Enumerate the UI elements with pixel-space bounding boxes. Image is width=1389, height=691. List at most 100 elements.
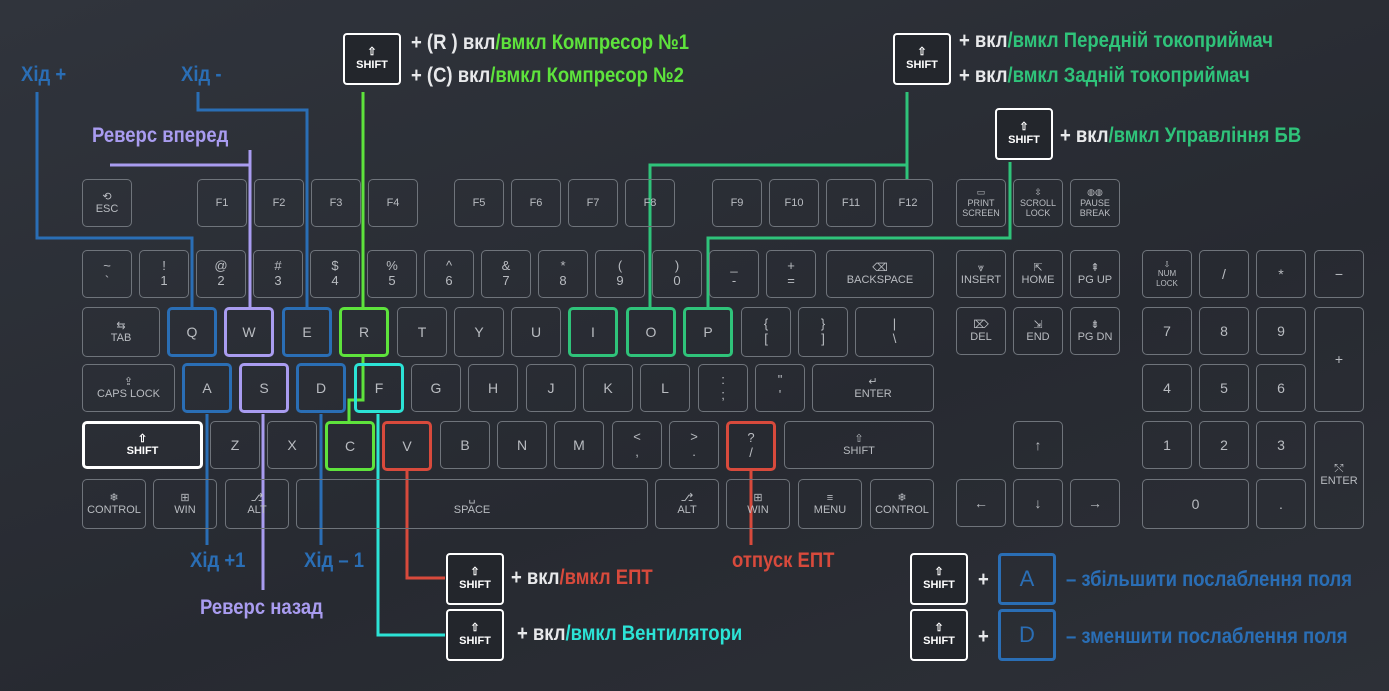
key-o: O bbox=[626, 307, 676, 357]
key-f9: F9 bbox=[712, 179, 762, 227]
key-label: HOME bbox=[1021, 273, 1055, 286]
key-quote: "' bbox=[755, 364, 805, 412]
key-label: ; bbox=[721, 387, 725, 402]
key-e: E bbox=[282, 307, 332, 357]
key-label: ' bbox=[778, 387, 782, 402]
callout-ept: + вкл/вмкл ЕПТ bbox=[511, 566, 653, 590]
key-label: / bbox=[1222, 265, 1226, 282]
space-icon: ␣ bbox=[468, 491, 476, 504]
key-label: [ bbox=[764, 331, 768, 346]
key-label: F4 bbox=[386, 196, 400, 209]
key-arrow-right: → bbox=[1070, 479, 1120, 527]
key-arrow-up: ↑ bbox=[1013, 421, 1063, 469]
key-shift-right: ⇧SHIFT bbox=[784, 421, 934, 469]
key-label: SPACE bbox=[453, 503, 491, 516]
key-f8: F8 bbox=[625, 179, 675, 227]
key-label: SCROLL bbox=[1019, 197, 1056, 208]
key-control-right: ❄CONTROL bbox=[870, 479, 934, 529]
key-np-9: 9 bbox=[1256, 307, 1306, 355]
arrow-right-icon: → bbox=[1088, 494, 1102, 511]
key-label: & bbox=[501, 258, 511, 274]
key-label: ] bbox=[821, 331, 825, 346]
plus-sign: + bbox=[978, 568, 989, 591]
key-label: ENTER bbox=[1320, 474, 1358, 487]
key-label: SHIFT bbox=[459, 579, 491, 591]
line-vent bbox=[376, 414, 445, 637]
key-f5: F5 bbox=[454, 179, 504, 227]
label-hid-plus: Хід + bbox=[21, 63, 67, 86]
key-label: WIN bbox=[174, 503, 196, 516]
key-backspace: ⌫BACKSPACE bbox=[826, 250, 934, 298]
key-f7: F7 bbox=[568, 179, 618, 227]
scroll-icon: ⇳ bbox=[1034, 187, 1042, 198]
key-pgdn: ⇟PG DN bbox=[1070, 307, 1120, 355]
key-label: SHIFT bbox=[1008, 134, 1040, 146]
key-m: M bbox=[554, 421, 604, 469]
shift-arrow-icon: ⇧ bbox=[137, 432, 148, 445]
key-label: 8 bbox=[559, 273, 567, 288]
key-label: ESC bbox=[95, 202, 119, 215]
key-np-7: 7 bbox=[1142, 307, 1192, 355]
key-label: PG UP bbox=[1077, 273, 1113, 286]
key-label: BACKSPACE bbox=[846, 273, 914, 286]
line-hid-minus bbox=[196, 92, 309, 307]
key-label: W bbox=[242, 323, 256, 340]
key-h: H bbox=[468, 364, 518, 412]
callout-suffix: /вмкл Компресор №2 bbox=[490, 64, 684, 87]
callout-suffix: /вмкл Компресор №1 bbox=[495, 31, 690, 54]
key-label: + bbox=[1334, 351, 1344, 368]
key-label: MENU bbox=[813, 503, 847, 516]
key-f3: F3 bbox=[311, 179, 361, 227]
shift-key-field-down: ⇧SHIFT bbox=[910, 609, 968, 661]
key-2: @2 bbox=[196, 250, 246, 298]
insert-icon: ⩔ bbox=[977, 261, 985, 274]
callout-front-pantograph: + вкл/вмкл Передній токоприймач bbox=[959, 29, 1273, 53]
key-label: F11 bbox=[841, 196, 861, 209]
key-label: # bbox=[274, 258, 282, 274]
key-label: @ bbox=[214, 258, 228, 274]
shift-arrow-icon: ⇧ bbox=[367, 45, 377, 58]
key-label: LOCK bbox=[1025, 208, 1051, 219]
callout-field-increase: – збільшити послаблення поля bbox=[1066, 568, 1353, 591]
key-label: ` bbox=[104, 273, 110, 288]
key-1: !1 bbox=[139, 250, 189, 298]
key-r: R bbox=[339, 307, 389, 357]
alt-icon: ⎇ bbox=[250, 491, 264, 504]
key-k: K bbox=[583, 364, 633, 412]
shift-key-bv: ⇧SHIFT bbox=[995, 108, 1053, 160]
key-label: G bbox=[430, 379, 442, 396]
key-shift-left: ⇧SHIFT bbox=[82, 421, 203, 469]
key-x: X bbox=[267, 421, 317, 469]
callout-bv: + вкл/вмкл Управління БВ bbox=[1060, 124, 1301, 148]
key-comma: <, bbox=[612, 421, 662, 469]
key-lbracket: {[ bbox=[741, 307, 791, 357]
key-label: % bbox=[386, 258, 398, 274]
callout-prefix: + (R ) вкл bbox=[411, 31, 496, 54]
key-5: %5 bbox=[367, 250, 417, 298]
key-tilde: ~` bbox=[82, 250, 132, 298]
key-label: PG DN bbox=[1077, 330, 1113, 343]
key-label: < bbox=[633, 429, 641, 445]
label-otpusk-ept: отпуск ЕПТ bbox=[732, 549, 835, 572]
key-label: $ bbox=[331, 258, 339, 274]
key-backslash: |\ bbox=[855, 307, 934, 357]
key-np-5: 5 bbox=[1199, 364, 1249, 412]
key-label: 0 bbox=[1191, 495, 1200, 512]
key-alt-left: ⎇ALT bbox=[225, 479, 289, 529]
shift-arrow-icon: ⇧ bbox=[934, 565, 944, 578]
callout-compressor-1: + (R ) вкл/вмкл Компресор №1 bbox=[411, 31, 689, 55]
key-label: 8 bbox=[1220, 322, 1228, 339]
key-label: Q bbox=[186, 323, 198, 340]
key-label: 3 bbox=[1277, 436, 1285, 453]
key-np-multiply: * bbox=[1256, 250, 1306, 298]
win-icon: ⊞ bbox=[180, 491, 190, 504]
key-j: J bbox=[526, 364, 576, 412]
key-label: Z bbox=[230, 436, 240, 453]
key-v: V bbox=[382, 421, 432, 471]
key-np-divide: / bbox=[1199, 250, 1249, 298]
key-label: 1 bbox=[1163, 436, 1171, 453]
key-label: 2 bbox=[217, 273, 225, 288]
shift-arrow-icon: ⇧ bbox=[854, 432, 864, 445]
shift-arrow-icon: ⇧ bbox=[470, 621, 480, 634]
